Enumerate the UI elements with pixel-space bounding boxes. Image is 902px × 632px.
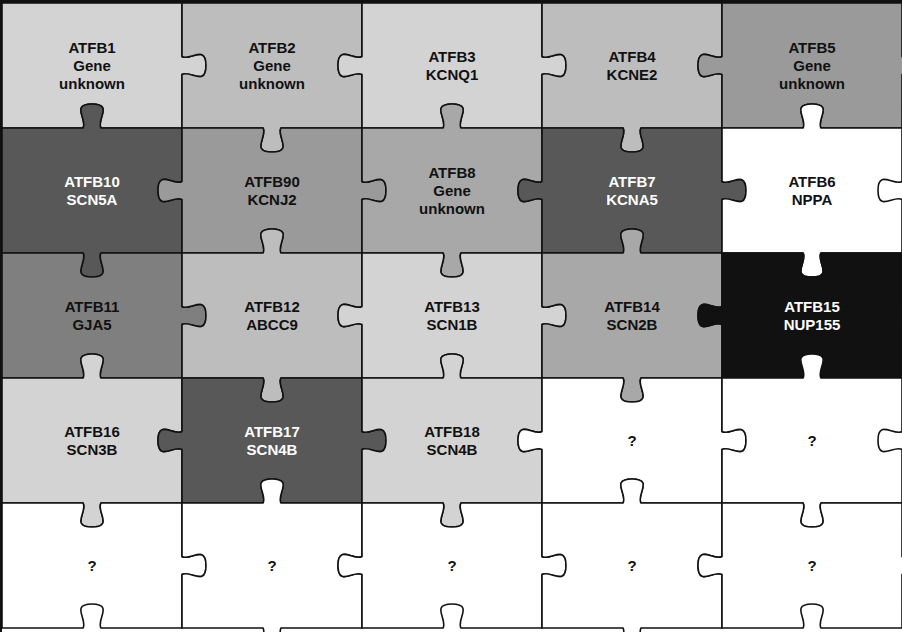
puzzle-piece: ATFB14SCN2B: [542, 253, 722, 378]
piece-shape: [2, 503, 206, 628]
piece-label: ATFB15: [784, 298, 840, 316]
puzzle-piece: ?: [182, 503, 362, 628]
piece-label: ATFB10: [64, 173, 120, 191]
piece-label: ?: [447, 557, 456, 575]
piece-label: Gene unknown: [230, 57, 314, 93]
piece-label: ATFB17: [244, 423, 300, 441]
piece-label: SCN1B: [427, 316, 478, 334]
puzzle-piece: ?: [722, 378, 902, 503]
piece-shape: [698, 503, 902, 628]
piece-shape: [2, 104, 182, 277]
piece-label: ?: [267, 557, 276, 575]
piece-label: ATFB8: [428, 164, 475, 182]
piece-label: KCNJ2: [247, 191, 296, 209]
piece-label: NUP155: [784, 316, 841, 334]
piece-shape: [182, 229, 362, 402]
puzzle-piece: ATFB10SCN5A: [2, 128, 182, 253]
piece-shape: [2, 354, 182, 527]
piece-shape: [722, 354, 902, 527]
piece-shape: [722, 104, 902, 277]
puzzle-piece: ?: [362, 503, 542, 628]
piece-label: ?: [627, 432, 636, 450]
piece-shape: [182, 479, 362, 632]
piece-label: ATFB13: [424, 298, 480, 316]
piece-label: KCNE2: [607, 66, 658, 84]
puzzle-piece: ATFB2Gene unknown: [182, 3, 362, 128]
piece-label: ?: [627, 557, 636, 575]
piece-label: ?: [87, 557, 96, 575]
piece-shape: [2, 253, 206, 378]
piece-label: SCN4B: [427, 441, 478, 459]
piece-label: ATFB5: [788, 39, 835, 57]
piece-label: KCNA5: [606, 191, 658, 209]
piece-shape: [362, 354, 542, 527]
puzzle-piece: ATFB12ABCC9: [182, 253, 362, 378]
piece-label: ATFB2: [248, 39, 295, 57]
piece-label: ABCC9: [246, 316, 298, 334]
puzzle-piece: ?: [2, 503, 182, 628]
piece-label: ATFB90: [244, 173, 300, 191]
piece-label: Gene unknown: [410, 182, 494, 218]
piece-label: ATFB12: [244, 298, 300, 316]
piece-label: ATFB16: [64, 423, 120, 441]
piece-label: ATFB14: [604, 298, 660, 316]
piece-shape: [698, 253, 902, 378]
piece-label: Gene unknown: [50, 57, 134, 93]
piece-label: GJA5: [72, 316, 111, 334]
puzzle-piece: ATFB18SCN4B: [362, 378, 542, 503]
puzzle-piece: ATFB4KCNE2: [542, 3, 722, 128]
piece-shape: [338, 503, 566, 628]
piece-shape: [542, 479, 722, 632]
piece-label: SCN3B: [67, 441, 118, 459]
piece-label: SCN2B: [607, 316, 658, 334]
piece-shape: [2, 3, 206, 128]
piece-label: SCN5A: [67, 191, 118, 209]
piece-label: ATFB11: [65, 298, 120, 316]
puzzle-piece: ATFB8Gene unknown: [362, 128, 542, 253]
piece-label: SCN4B: [247, 441, 298, 459]
piece-label: NPPA: [792, 191, 833, 209]
piece-shape: [362, 104, 542, 277]
piece-shape: [542, 229, 722, 402]
piece-label: ?: [807, 557, 816, 575]
puzzle-piece: ATFB16SCN3B: [2, 378, 182, 503]
piece-label: ATFB4: [608, 48, 655, 66]
piece-label: ATFB6: [788, 173, 835, 191]
piece-label: ATFB3: [428, 48, 475, 66]
piece-label: KCNQ1: [426, 66, 479, 84]
puzzle-piece: ?: [542, 503, 722, 628]
piece-label: Gene unknown: [770, 57, 854, 93]
piece-label: ?: [807, 432, 816, 450]
piece-shape: [698, 3, 902, 128]
puzzle-piece: ATFB6NPPA: [722, 128, 902, 253]
piece-label: ATFB18: [424, 423, 480, 441]
piece-label: ATFB1: [68, 39, 115, 57]
puzzle-piece: ?: [722, 503, 902, 628]
piece-label: ATFB7: [608, 173, 655, 191]
